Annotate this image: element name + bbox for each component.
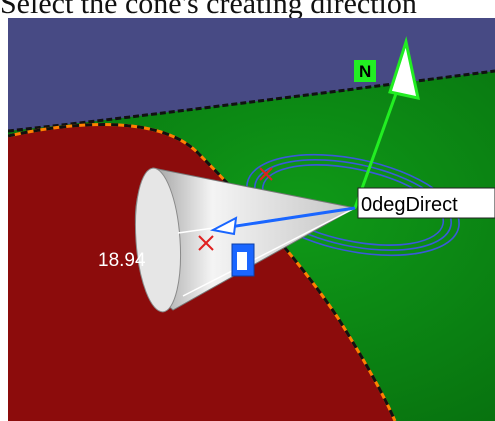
3d-viewport[interactable]: N 0degDirect 18.94 — [8, 18, 495, 421]
normal-label-box[interactable] — [354, 60, 376, 82]
compass-base-rings — [246, 153, 460, 257]
normal-label[interactable]: N — [359, 62, 371, 81]
instruction-caption: Select the cone's creating direction — [0, 0, 417, 20]
cone-angle-value[interactable]: 18.94 — [98, 250, 146, 271]
cross-marker-upper — [259, 167, 273, 181]
boundary-edge-dashed[interactable] — [8, 123, 397, 421]
direction-manipulator[interactable] — [209, 206, 356, 277]
viewport-canvas[interactable]: N 0degDirect 18.94 — [8, 18, 495, 421]
cone-preview[interactable] — [131, 167, 357, 314]
cross-marker-lower — [198, 235, 214, 251]
direction-label[interactable]: 0degDirect — [361, 194, 458, 216]
direction-label-box[interactable] — [357, 187, 495, 219]
